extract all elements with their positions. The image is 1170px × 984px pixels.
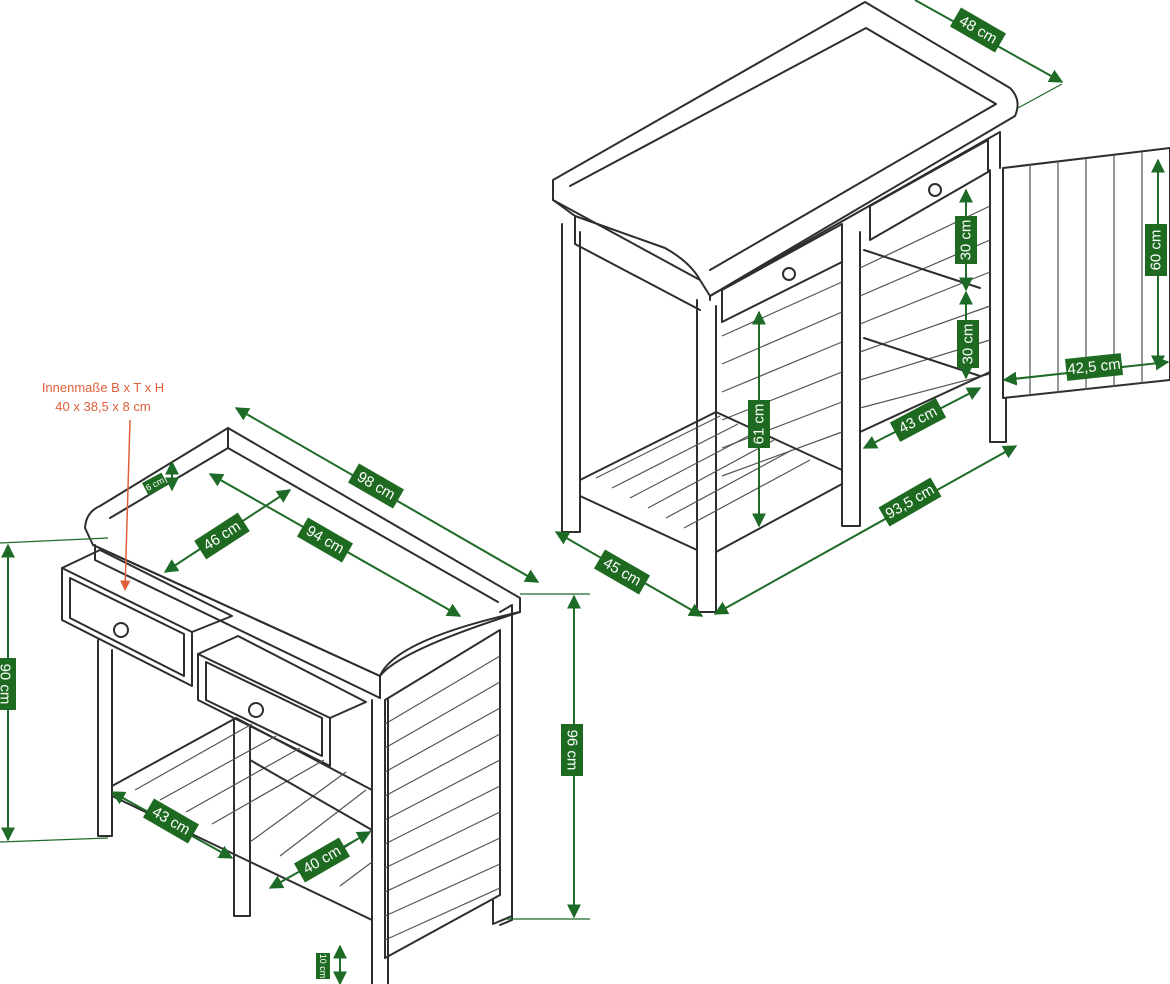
inner-dimensions-note: Innenmaße B x T x H 40 x 38,5 x 8 cm — [30, 378, 176, 416]
label-93-5: 93,5 cm — [878, 477, 942, 527]
label-42-5: 42,5 cm — [1065, 353, 1123, 381]
svg-text:61 cm: 61 cm — [751, 404, 768, 445]
label-48: 48 cm — [949, 7, 1007, 53]
inner-dimension-arrow — [120, 419, 131, 592]
svg-text:90 cm: 90 cm — [0, 664, 14, 705]
label-43a: 43 cm — [142, 798, 200, 844]
svg-text:30 cm: 30 cm — [960, 324, 977, 365]
left-potting-table — [61, 427, 521, 984]
label-61: 61 cm — [748, 400, 770, 448]
svg-text:10 cm: 10 cm — [318, 954, 328, 979]
right-potting-table — [552, 1, 1170, 613]
label-90: 90 cm — [0, 658, 16, 710]
dim-line-93-5 — [713, 445, 1018, 615]
inner-dimensions-heading: Innenmaße B x T x H — [41, 380, 165, 395]
svg-text:30 cm: 30 cm — [958, 220, 975, 261]
svg-text:42,5 cm: 42,5 cm — [1067, 356, 1122, 378]
label-6: 6 cm — [142, 472, 168, 496]
inner-dimensions-values: 40 x 38,5 x 8 cm — [55, 399, 151, 414]
dimensions-left — [0, 407, 590, 984]
svg-text:96 cm: 96 cm — [564, 730, 581, 771]
label-30b: 30 cm — [957, 320, 979, 368]
svg-text:60 cm: 60 cm — [1148, 230, 1165, 271]
label-45: 45 cm — [593, 549, 651, 595]
dimension-labels: 98 cm 94 cm 46 cm 6 cm 90 cm 96 cm 43 cm — [0, 7, 1167, 979]
label-30a: 30 cm — [955, 216, 977, 264]
label-40: 40 cm — [293, 837, 351, 883]
label-96: 96 cm — [561, 724, 583, 776]
label-10: 10 cm — [316, 953, 330, 979]
label-60: 60 cm — [1145, 224, 1167, 276]
